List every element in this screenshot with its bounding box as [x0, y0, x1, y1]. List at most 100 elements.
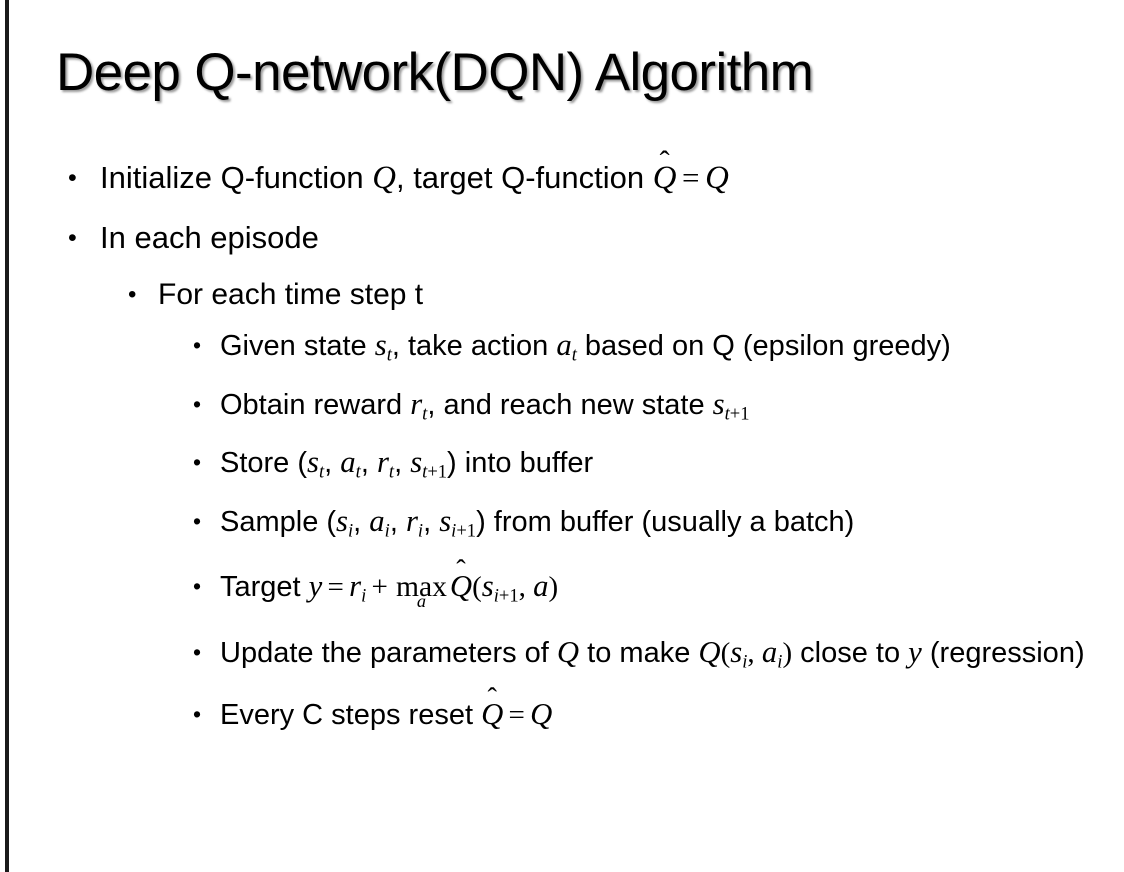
list-item-text: In each episode: [100, 220, 319, 255]
bullet-marker: •: [193, 332, 202, 358]
text-fragment: , take action: [391, 330, 557, 362]
text-fragment: close to: [792, 636, 909, 669]
math-s: s: [712, 386, 725, 421]
math-s: s: [307, 445, 319, 480]
math-qhat: ̂Q: [481, 699, 503, 730]
comma: ,: [394, 447, 411, 480]
math-a: a: [340, 445, 356, 480]
math-a-t: at: [556, 328, 577, 366]
comma: ,: [360, 447, 377, 480]
bullet-marker: •: [128, 281, 137, 308]
math-s-subscript: i: [742, 651, 748, 673]
math-s-subscript: t+1: [725, 403, 750, 424]
math-equals: =: [682, 160, 700, 195]
math-q: Q: [556, 634, 580, 669]
math-s-next: s: [439, 503, 452, 538]
text-fragment: ) into buffer: [447, 447, 594, 480]
math-q: Q: [372, 160, 396, 196]
text-fragment: Target: [220, 571, 309, 604]
math-equals: =: [508, 699, 525, 732]
text-fragment: based on Q (epsilon greedy): [576, 330, 951, 362]
text-fragment: Update the parameters of: [220, 636, 557, 669]
math-s-subscript: t: [319, 461, 325, 483]
list-item-text: Obtain reward rt, and reach new state st…: [220, 380, 1094, 439]
comma: ,: [324, 447, 341, 480]
bullet-marker: •: [193, 390, 202, 417]
math-r-i: ri: [349, 569, 366, 607]
math-a: a: [556, 328, 572, 362]
list-item-update-parameters: • Update the parameters of Q to make Q(s…: [0, 628, 1124, 687]
math-q2: Q: [705, 160, 729, 196]
math-q2: Q: [698, 634, 721, 669]
list-item-store: • Store (st, at, rt, st+1) into buffer: [0, 438, 1124, 497]
subscript-offset: +1: [427, 461, 448, 483]
math-a-subscript: t: [571, 344, 577, 366]
paren-close: ): [782, 636, 793, 669]
subscript-offset: +1: [456, 520, 477, 542]
bullet-marker: •: [193, 573, 202, 600]
list-item-initialize: • Initialize Q-function Q, target Q-func…: [0, 148, 1124, 208]
comma: ,: [747, 636, 762, 669]
math-s-next-subscript: t+1: [422, 462, 447, 483]
math-y: y: [908, 634, 922, 669]
math-s-subscript: i: [348, 520, 354, 542]
math-s-subscript: t: [386, 344, 392, 366]
text-fragment: Store (: [220, 447, 308, 480]
text-fragment: to make: [579, 636, 699, 669]
subscript-index: t: [724, 403, 730, 425]
text-fragment: Every C steps reset: [220, 699, 482, 732]
subscript-offset: +1: [729, 403, 750, 425]
list-item-target: • Target y=ri+maxâQ(si+1, a): [0, 555, 1124, 628]
list-item-text: Target y=ri+maxâQ(si+1, a): [220, 555, 1094, 628]
math-s: s: [481, 569, 494, 604]
math-q: Q: [530, 697, 553, 732]
math-qhat-base: Q: [481, 697, 504, 732]
comma: ,: [389, 505, 406, 538]
subscript-index: i: [451, 520, 457, 542]
list-item-obtain-reward: • Obtain reward rt, and reach new state …: [0, 380, 1124, 439]
text-fragment: Initialize Q-function: [100, 160, 373, 195]
math-a-subscript: i: [384, 520, 390, 542]
math-r-subscript: i: [361, 585, 367, 607]
list-item-text: Initialize Q-function Q, target Q-functi…: [100, 148, 1124, 208]
math-s-t: st: [375, 328, 392, 366]
bullet-marker: •: [193, 701, 202, 728]
math-a: a: [533, 569, 549, 604]
list-item-text: For each time step t: [158, 278, 424, 311]
math-y: y: [308, 569, 323, 604]
math-r-subscript: t: [388, 461, 395, 483]
math-qhat: ̂Q: [450, 571, 472, 602]
list-item-for-each-time-step: • For each time step t: [0, 268, 1124, 321]
list-item-text: Store (st, at, rt, st+1) into buffer: [220, 438, 1094, 497]
math-s: s: [336, 503, 349, 538]
math-s-next: s: [410, 445, 423, 480]
math-s: s: [730, 634, 743, 669]
list-item-text: Update the parameters of Q to make Q(si,…: [220, 628, 1094, 687]
text-fragment: , target Q-function: [395, 160, 653, 195]
list-item-sample: • Sample (si, ai, ri, si+1) from buffer …: [0, 497, 1124, 556]
math-s-t-plus-1: st+1: [712, 386, 750, 425]
math-qhat: ̂Q: [653, 162, 677, 195]
text-fragment: , and reach new state: [427, 388, 713, 421]
subscript-index: t: [422, 461, 428, 483]
math-tuple: si, ai, ri, si+1: [336, 503, 477, 542]
math-qhat-eq-q: ̂Q=Q: [653, 160, 729, 196]
math-r: r: [376, 445, 389, 480]
math-q-of-s-a: Q(si, ai): [698, 634, 793, 673]
list-item-in-each-episode: • In each episode: [0, 208, 1124, 268]
list-item-text: Every C steps reset ̂Q=Q: [220, 686, 1094, 743]
left-edge-band: [5, 0, 9, 872]
text-fragment: (regression): [921, 636, 1085, 669]
math-a-subscript: t: [355, 461, 361, 483]
subscript-index: i: [493, 585, 499, 607]
math-qhat-base: Q: [652, 160, 677, 196]
math-max-label: max: [396, 571, 447, 604]
math-equals: =: [327, 571, 344, 604]
list-item-text: Sample (si, ai, ri, si+1) from buffer (u…: [220, 497, 1094, 556]
math-a: a: [761, 634, 778, 669]
math-r-subscript: t: [422, 403, 428, 425]
math-plus: +: [371, 571, 388, 604]
comma: ,: [518, 571, 534, 604]
